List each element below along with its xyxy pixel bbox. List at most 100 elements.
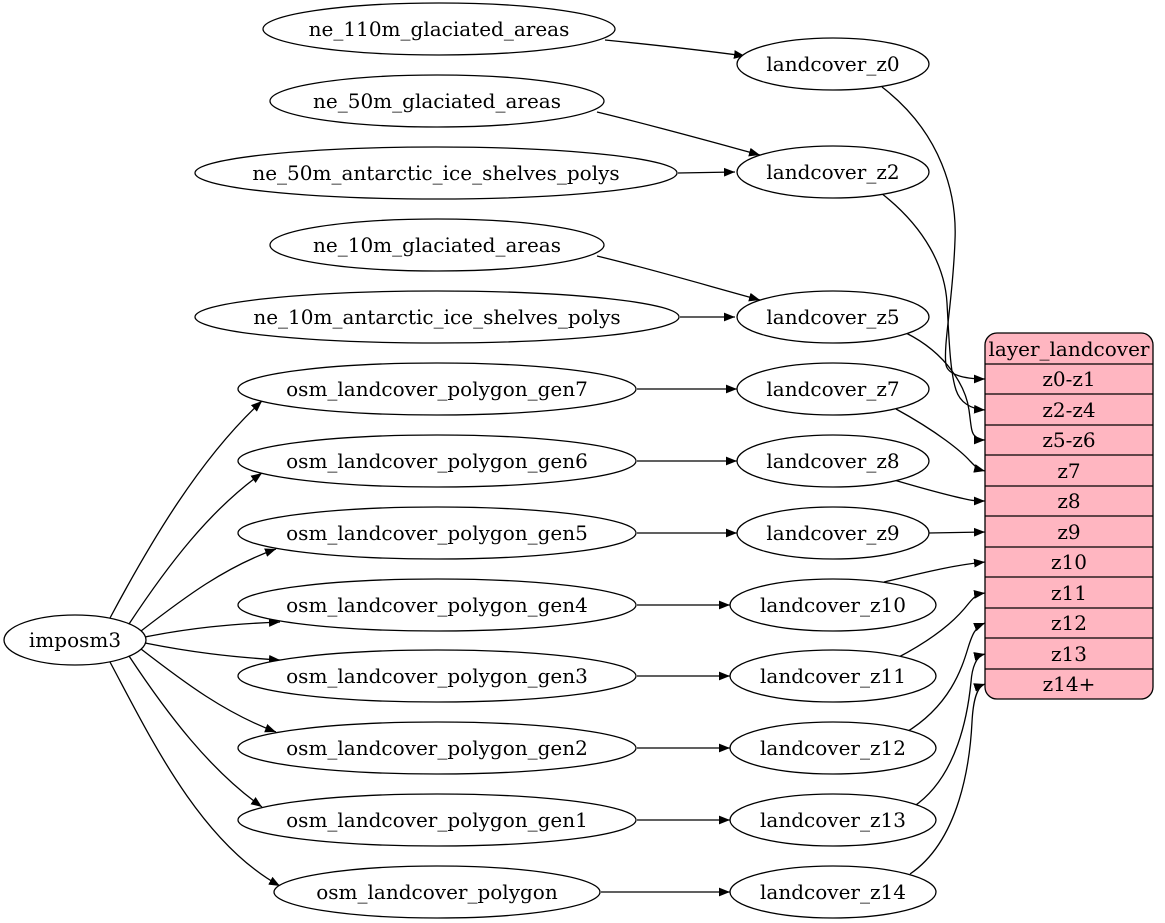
nodes: imposm3 ne_110m_glaciated_areas ne_50m_g… <box>3 2 937 919</box>
edge-landcover_z5-row-z5-z6 <box>905 332 986 445</box>
node-landcover_z14-label: landcover_z14 <box>760 880 906 904</box>
edges <box>109 39 986 897</box>
table-row-z12: z12 <box>1051 611 1087 635</box>
edge-landcover_z2-row-z2-z4 <box>880 192 986 414</box>
node-landcover_z0: landcover_z0 <box>736 37 930 91</box>
node-landcover_z0-ellipse <box>736 37 930 91</box>
table-row-z9: z9 <box>1057 520 1080 544</box>
node-landcover_z5-label: landcover_z5 <box>766 305 899 329</box>
node-landcover_z0-label: landcover_z0 <box>766 52 899 76</box>
node-landcover_z8-ellipse <box>736 434 930 488</box>
node-osm_landcover_polygon_gen6-label: osm_landcover_polygon_gen6 <box>286 449 588 473</box>
node-landcover_z13-ellipse <box>729 793 937 847</box>
table-row-z2-z4: z2-z4 <box>1042 398 1095 422</box>
node-osm_landcover_polygon_gen4-label: osm_landcover_polygon_gen4 <box>286 593 588 617</box>
edge-imposm3-osm_landcover_polygon_gen6 <box>128 472 263 625</box>
node-landcover_z7-ellipse <box>736 362 930 416</box>
table-row-z10: z10 <box>1051 550 1087 574</box>
node-ne_10m_glaciated_areas-ellipse <box>269 218 605 272</box>
node-osm_landcover_polygon_gen7-label: osm_landcover_polygon_gen7 <box>286 377 588 401</box>
table-row-z0-z1: z0-z1 <box>1042 367 1095 391</box>
node-landcover_z10: landcover_z10 <box>729 578 937 632</box>
node-landcover_z8: landcover_z8 <box>736 434 930 488</box>
node-ne_10m_glaciated_areas-label: ne_10m_glaciated_areas <box>313 233 561 257</box>
node-osm_landcover_polygon_gen5-ellipse <box>237 506 637 560</box>
node-landcover_z5: landcover_z5 <box>736 290 930 344</box>
node-landcover_z11-ellipse <box>729 649 937 703</box>
node-landcover_z8-label: landcover_z8 <box>766 449 899 473</box>
edge-landcover_z14-row-z14plus <box>909 683 986 875</box>
node-osm_landcover_polygon-ellipse <box>273 865 601 919</box>
edge-imposm3-osm_landcover_polygon_gen7 <box>109 400 263 619</box>
node-ne_50m_glaciated_areas-ellipse <box>269 74 605 128</box>
node-landcover_z12-label: landcover_z12 <box>760 736 906 760</box>
edge-landcover_z11-row-z11 <box>896 590 986 659</box>
edge-ne_50m_glaciated_areas-landcover_z2 <box>596 111 761 157</box>
node-landcover_z2: landcover_z2 <box>736 145 930 199</box>
edge-imposm3-osm_landcover_polygon_gen4 <box>144 618 281 638</box>
layer_landcover-table-title: layer_landcover <box>989 337 1150 361</box>
node-landcover_z12: landcover_z12 <box>729 721 937 775</box>
node-osm_landcover_polygon_gen3: osm_landcover_polygon_gen3 <box>237 649 637 703</box>
node-landcover_z2-label: landcover_z2 <box>766 160 899 184</box>
node-osm_landcover_polygon_gen6: osm_landcover_polygon_gen6 <box>237 434 637 488</box>
node-landcover_z9: landcover_z9 <box>736 506 930 560</box>
edge-landcover_z7-row-z7 <box>895 408 986 473</box>
table-row-z11: z11 <box>1051 581 1087 605</box>
node-osm_landcover_polygon_gen2-label: osm_landcover_polygon_gen2 <box>286 736 588 760</box>
node-osm_landcover_polygon_gen7-ellipse <box>237 362 637 416</box>
edge-ne_110m_glaciated_areas-landcover_z0 <box>604 39 746 59</box>
node-landcover_z14: landcover_z14 <box>729 865 937 919</box>
node-ne_50m_antarctic_ice_shelves_polys-label: ne_50m_antarctic_ice_shelves_polys <box>252 161 619 185</box>
node-osm_landcover_polygon_gen1: osm_landcover_polygon_gen1 <box>237 793 637 847</box>
node-imposm3-label: imposm3 <box>29 628 121 652</box>
node-ne_10m_antarctic_ice_shelves_polys-label: ne_10m_antarctic_ice_shelves_polys <box>253 305 620 329</box>
node-landcover_z2-ellipse <box>736 145 930 199</box>
node-landcover_z12-ellipse <box>729 721 937 775</box>
node-landcover_z5-ellipse <box>736 290 930 344</box>
edge-ne_50m_antarctic_ice_shelves_polys-landcover_z2 <box>677 167 736 177</box>
node-ne_50m_antarctic_ice_shelves_polys-ellipse <box>194 146 678 200</box>
node-osm_landcover_polygon_gen2-ellipse <box>237 721 637 775</box>
node-ne_110m_glaciated_areas-ellipse <box>262 2 616 56</box>
edge-imposm3-osm_landcover_polygon_gen1 <box>128 655 263 808</box>
node-osm_landcover_polygon_gen6-ellipse <box>237 434 637 488</box>
node-landcover_z13-label: landcover_z13 <box>760 808 906 832</box>
node-imposm3: imposm3 <box>3 614 147 666</box>
table-row-z5-z6: z5-z6 <box>1042 428 1095 452</box>
node-osm_landcover_polygon_gen7: osm_landcover_polygon_gen7 <box>237 362 637 416</box>
edge-imposm3-osm_landcover_polygon_gen5 <box>140 548 277 632</box>
table-row-z13: z13 <box>1051 642 1087 666</box>
node-landcover_z14-ellipse <box>729 865 937 919</box>
node-osm_landcover_polygon: osm_landcover_polygon <box>273 865 601 919</box>
node-osm_landcover_polygon_gen5: osm_landcover_polygon_gen5 <box>237 506 637 560</box>
table-row-z14plus: z14+ <box>1043 672 1096 696</box>
node-landcover_z9-ellipse <box>736 506 930 560</box>
edge-imposm3-osm_landcover_polygon <box>109 661 281 887</box>
node-ne_110m_glaciated_areas: ne_110m_glaciated_areas <box>262 2 616 56</box>
edge-landcover_z0-row-z0-z1 <box>881 86 986 384</box>
edge-ne_10m_glaciated_areas-landcover_z5 <box>596 255 761 302</box>
node-landcover_z11: landcover_z11 <box>729 649 937 703</box>
edge-landcover_z8-row-z8 <box>893 479 986 506</box>
node-landcover_z7-label: landcover_z7 <box>766 377 899 401</box>
node-osm_landcover_polygon_gen1-label: osm_landcover_polygon_gen1 <box>286 808 588 832</box>
node-ne_10m_antarctic_ice_shelves_polys-ellipse <box>194 290 680 344</box>
node-landcover_z11-label: landcover_z11 <box>760 664 906 688</box>
node-imposm3-ellipse <box>3 614 147 666</box>
node-osm_landcover_polygon_gen4: osm_landcover_polygon_gen4 <box>237 578 637 632</box>
node-osm_landcover_polygon-label: osm_landcover_polygon <box>316 880 558 904</box>
edge-imposm3-osm_landcover_polygon_gen2 <box>140 648 277 733</box>
node-osm_landcover_polygon_gen3-label: osm_landcover_polygon_gen3 <box>286 664 588 688</box>
node-osm_landcover_polygon_gen4-ellipse <box>237 578 637 632</box>
edge-landcover_z9-row-z9 <box>928 527 986 537</box>
node-landcover_z7: landcover_z7 <box>736 362 930 416</box>
node-landcover_z10-ellipse <box>729 578 937 632</box>
table-row-z7: z7 <box>1057 459 1080 483</box>
node-layer_landcover-table: layer_landcover z0-z1 z2-z4 z5-z6 z7 z8 … <box>984 332 1154 700</box>
node-osm_landcover_polygon_gen2: osm_landcover_polygon_gen2 <box>237 721 637 775</box>
table-row-z8: z8 <box>1057 489 1080 513</box>
node-landcover_z10-label: landcover_z10 <box>760 593 906 617</box>
